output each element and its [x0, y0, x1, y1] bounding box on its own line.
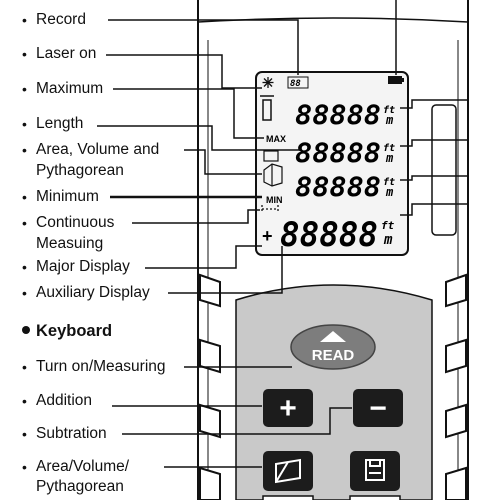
- device-body: [197, 0, 469, 500]
- bullet: •: [22, 393, 27, 409]
- lcd-digits-row3: 88888: [295, 172, 381, 203]
- plus-button[interactable]: [263, 389, 313, 427]
- minus-button[interactable]: [353, 389, 403, 427]
- side-window: [431, 104, 457, 236]
- read-button[interactable]: [290, 324, 376, 370]
- bullet: •: [22, 285, 27, 301]
- bullet: •: [22, 426, 27, 442]
- keyboard-heading: Keyboard: [22, 322, 112, 341]
- keyboard-heading-text: Keyboard: [36, 322, 113, 340]
- area-volume-icon: [263, 150, 283, 187]
- unit-ft-row1: ft: [383, 105, 395, 116]
- keyboard-panel: [235, 284, 433, 500]
- label-length: Length: [36, 115, 84, 132]
- label-area-volume-line2: Pythagorean: [36, 162, 124, 179]
- label-area-volume-key-line1: Area/Volume/: [36, 458, 130, 475]
- lcd-screen: [255, 71, 409, 256]
- bullet: •: [22, 142, 27, 158]
- max-label: MAX: [266, 134, 286, 144]
- unit-m-row2: m: [385, 151, 394, 165]
- label-area-volume-line1: Area, Volume and: [36, 141, 160, 158]
- label-laser-on: Laser on: [36, 45, 97, 62]
- bottom-key-edge: [349, 495, 401, 500]
- record-indicator-box: [287, 76, 309, 89]
- bullet: •: [22, 189, 27, 205]
- area-volume-key-icon: [275, 458, 301, 484]
- unit-m-major: m: [383, 232, 393, 248]
- save-icon: [365, 459, 385, 481]
- read-arrow-icon: [320, 331, 346, 342]
- unit-ft-row3: ft: [383, 177, 395, 188]
- label-record: Record: [36, 11, 86, 28]
- continuous-icon: [261, 205, 279, 213]
- bullet: •: [22, 259, 27, 275]
- label-auxiliary-display: Auxiliary Display: [36, 284, 150, 301]
- bullet: •: [22, 46, 27, 62]
- unit-m-row1: m: [385, 113, 394, 127]
- left-grips: [199, 273, 221, 500]
- lcd-digits-row1: 88888: [295, 100, 381, 131]
- label-maximum: Maximum: [36, 80, 104, 97]
- min-label: MIN: [266, 195, 283, 205]
- leader-lines: [97, 0, 468, 468]
- bullet: •: [22, 359, 27, 375]
- label-area-volume-key-line2: Pythagorean: [36, 478, 124, 495]
- battery-icon: [388, 76, 402, 84]
- right-grips: [445, 273, 467, 500]
- lcd-digits-row2: 88888: [295, 138, 381, 169]
- read-button-label: READ: [312, 347, 355, 364]
- label-continuous-line2: Measuing: [36, 235, 104, 252]
- label-minimum: Minimum: [36, 188, 99, 205]
- label-major-display: Major Display: [36, 258, 130, 275]
- area-volume-button[interactable]: [263, 451, 313, 491]
- label-turn-on: Turn on/Measuring: [36, 358, 166, 375]
- bottom-key-edge: [262, 495, 314, 500]
- minus-button-label: −: [369, 392, 387, 425]
- laser-icon: [262, 77, 274, 88]
- heading-bullet: [22, 325, 30, 334]
- label-addition: Addition: [36, 392, 93, 409]
- bullet: •: [22, 81, 27, 97]
- bullet: •: [22, 459, 27, 475]
- unit-ft-row2: ft: [383, 143, 395, 154]
- bullet: •: [22, 116, 27, 132]
- plus-button-label: +: [279, 392, 297, 425]
- lcd-digits-major: 88888: [280, 215, 378, 255]
- reference-icon: [260, 95, 274, 121]
- label-subtraction: Subtration: [36, 425, 107, 442]
- record-indicator: 88: [290, 79, 301, 89]
- plus-indicator: +: [262, 226, 273, 246]
- battery-tip: [402, 78, 404, 82]
- save-button[interactable]: [350, 451, 400, 491]
- bullet: •: [22, 215, 27, 231]
- bullet: •: [22, 12, 27, 28]
- unit-ft-major: ft: [381, 219, 395, 232]
- label-continuous-line1: Continuous: [36, 214, 115, 231]
- unit-m-row3: m: [385, 185, 394, 199]
